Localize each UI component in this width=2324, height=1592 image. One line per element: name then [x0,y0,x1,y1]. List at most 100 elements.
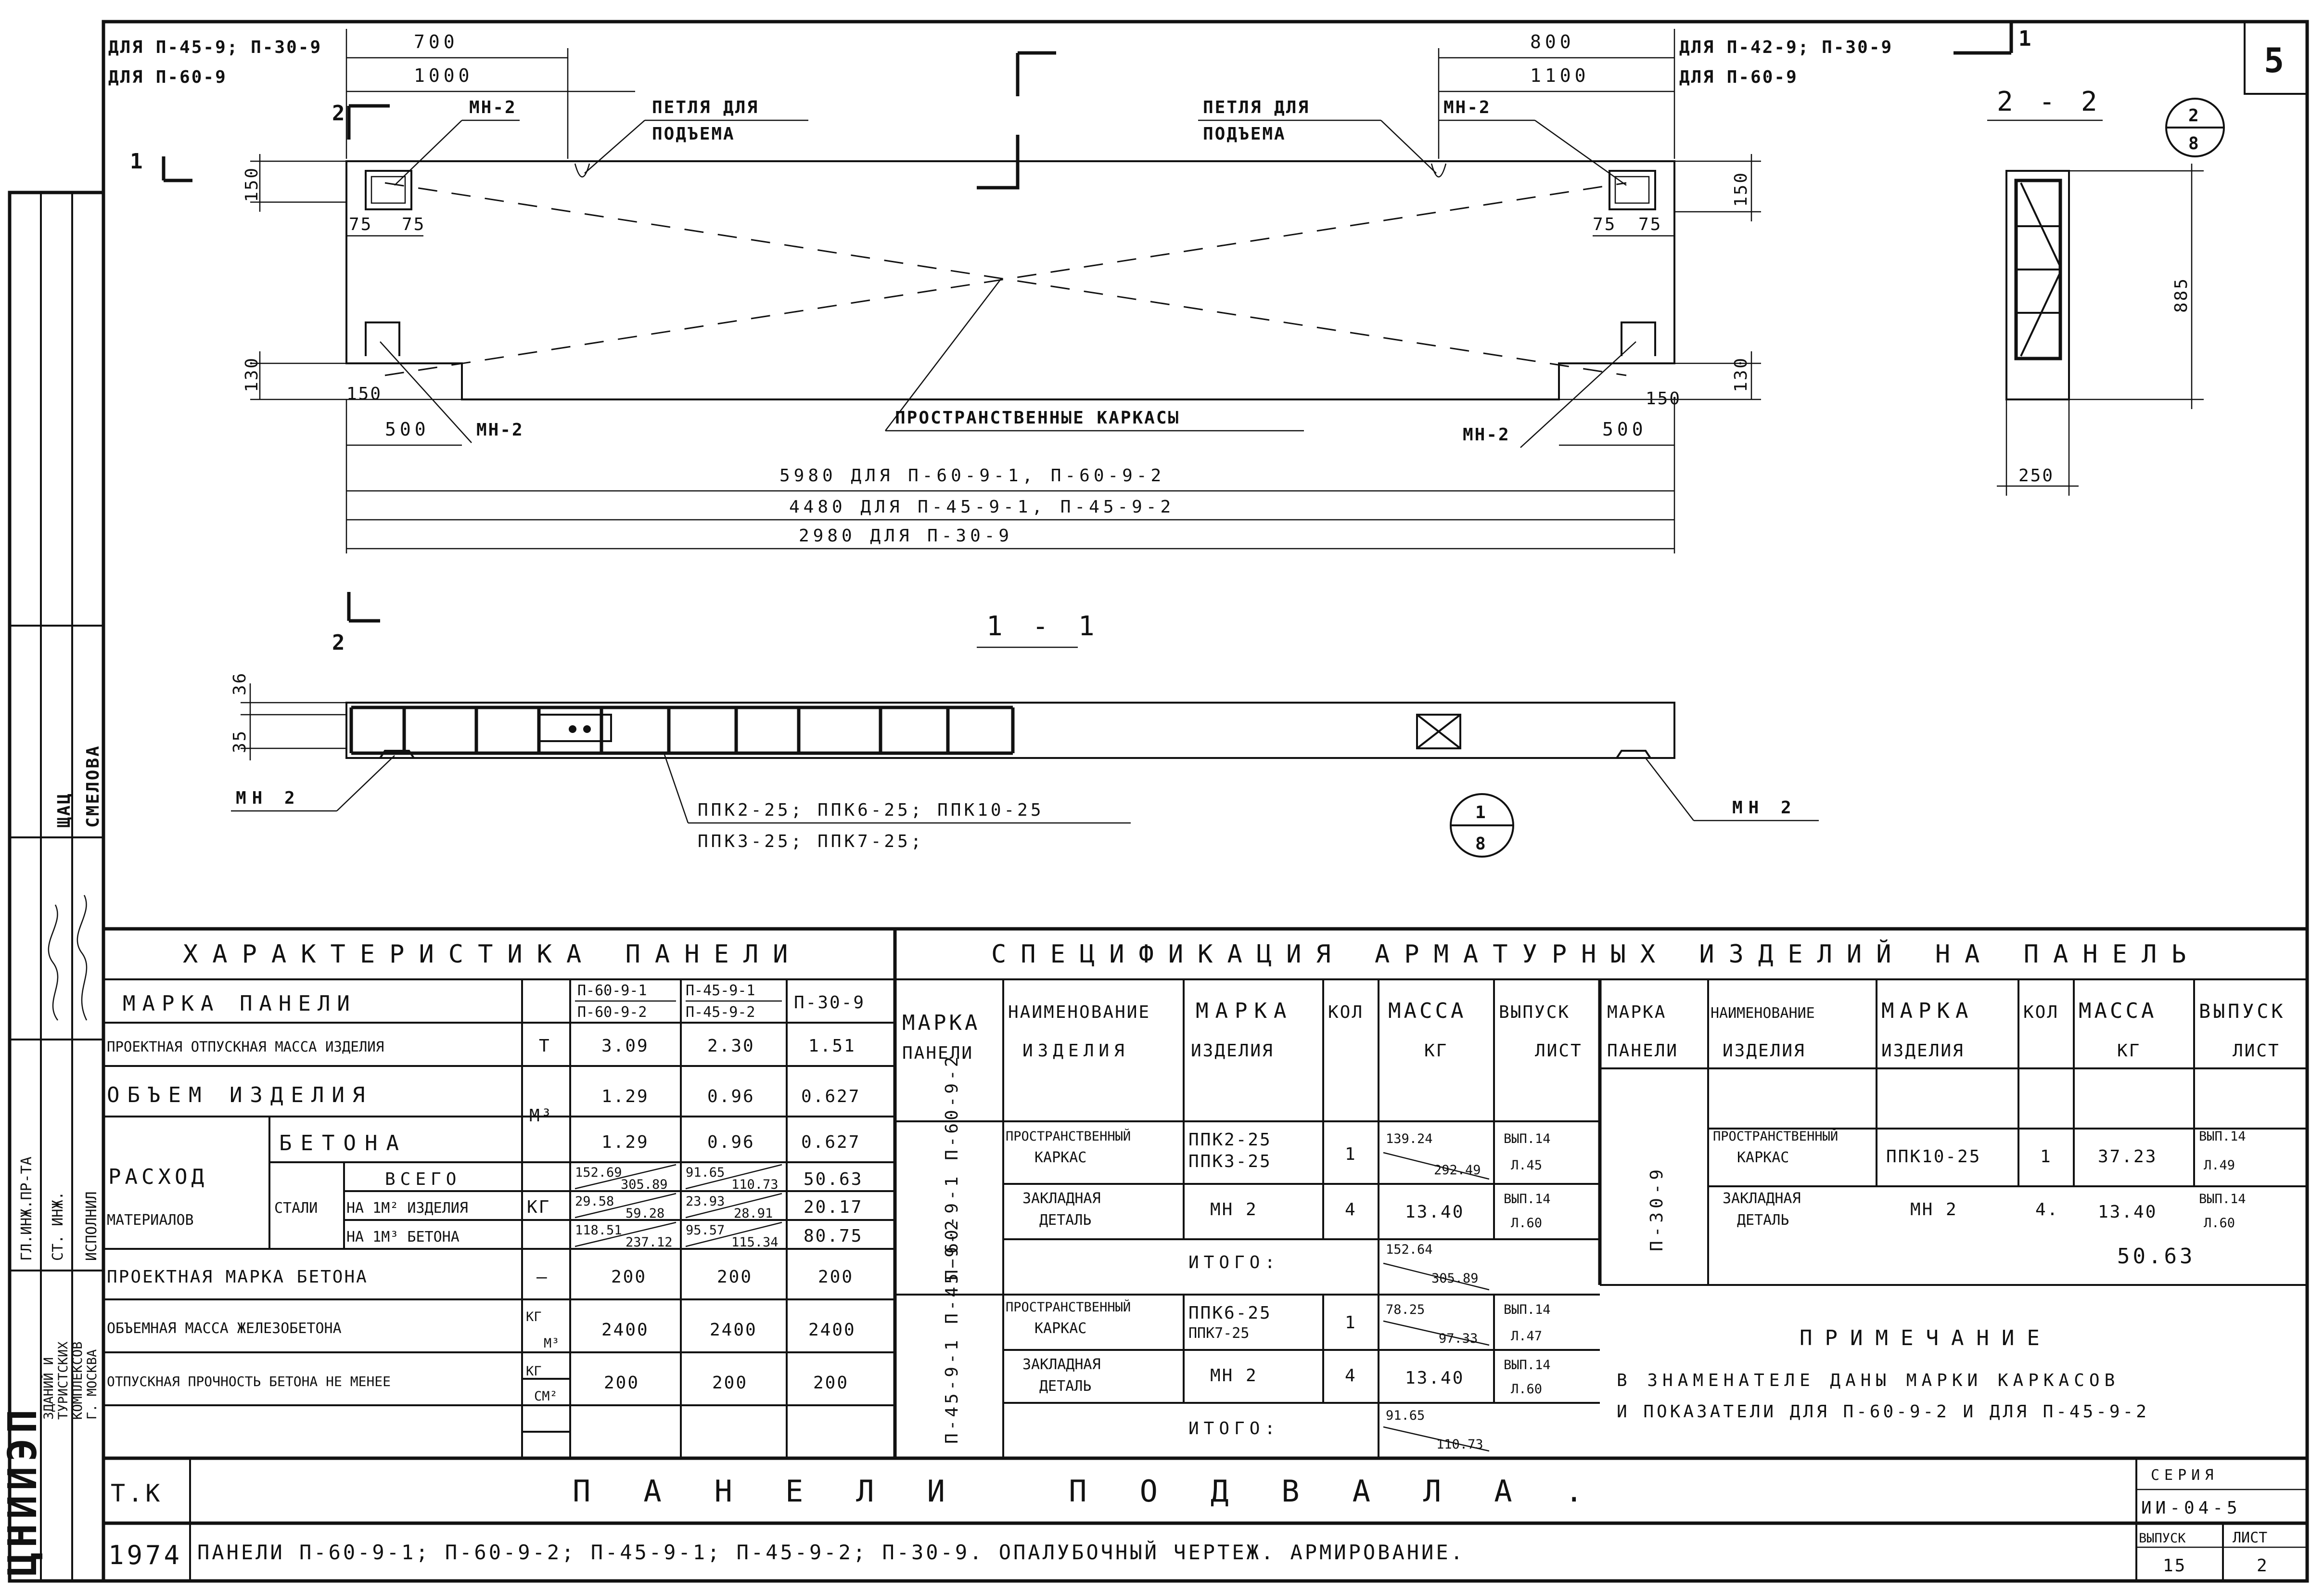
dim-value-1100: 1100 [1530,65,1590,86]
row-consumption-2: МАТЕРИАЛОВ [107,1212,194,1229]
circle-ref-1-8: 1 8 [1450,793,1514,858]
row-density-label: ОБЪЕМНАЯ МАССА ЖЕЛЕЗОБЕТОНА [107,1320,342,1337]
row-grade-v2: 200 [717,1267,753,1287]
section-cut-marks: 1 1 2 2 [130,22,2034,655]
g2-frame-issue-a: ВЫП.14 [1504,1302,1551,1317]
dim-885: 885 [2171,277,2191,313]
dim-130-right: 130 [1731,357,1751,392]
spec-h-name-2-right: ИЗДЕЛИЯ [1723,1041,1806,1061]
row-steel-m3-v2a: 95.57 [686,1223,725,1238]
spec-h-mass-2-right: КГ [2117,1041,2141,1061]
g1-total-a: 152.64 [1386,1242,1433,1257]
tb-series-value: ИИ-04-5 [2141,1498,2241,1518]
g3-frame-name-1: ПРОСТРАНСТВЕННЫЙ [1713,1129,1838,1144]
char-col2-a: П-45-9-1 [686,982,755,999]
row-density-v2: 2400 [710,1320,757,1340]
row-steel-label: СТАЛИ [274,1200,318,1217]
frames-callout-1: ППК2-25; ППК6-25; ППК10-25 [698,800,1044,820]
g2-embed-issue-a: ВЫП.14 [1504,1358,1551,1373]
row-volume-label: ОБЪЕМ ИЗДЕЛИЯ [107,1083,372,1107]
spec-h-prod-2-right: ИЗДЕЛИЯ [1881,1041,1965,1061]
g1-frame-name-2: КАРКАС [1034,1149,1086,1166]
g2-embed-qty: 4 [1345,1366,1357,1386]
row-steel-total-v1a: 152.69 [575,1165,622,1180]
cut-2-label-bottom: 2 [332,630,348,655]
row-density-unit-b: М³ [544,1336,560,1351]
sheet-number: 5 [2264,41,2287,80]
g1-frame-qty: 1 [1345,1144,1357,1164]
note-title: ПРИМЕЧАНИЕ [1800,1326,2052,1350]
g3-mark: П-30-9 [1647,1166,1667,1251]
row-consumption-1: РАСХОД [108,1165,208,1189]
length-label-1: 5980 ДЛЯ П-60-9-1, П-60-9-2 [779,466,1165,486]
length-label-3: 2980 ДЛЯ П-30-9 [799,526,1013,546]
g3-embed-name-2: ДЕТАЛЬ [1737,1212,1789,1229]
spec-h-prod-2: ИЗДЕЛИЯ [1191,1041,1274,1061]
row-concrete-v2: 0.96 [707,1132,755,1152]
signature-scribble [48,895,88,1021]
note-line-2: И ПОКАЗАТЕЛИ ДЛЯ П-60-9-2 И ДЛЯ П-45-9-2 [1617,1402,2149,1422]
row-strength-unit-a: КГ [526,1364,542,1379]
tb-issue-value: 15 [2163,1556,2186,1576]
row-steel-total-v1b: 305.89 [621,1177,668,1192]
g1-total-b: 305.89 [1431,1271,1479,1286]
g1-embed-mass: 13.40 [1405,1202,1464,1222]
g3-frame-issue-b: Л.49 [2204,1158,2235,1173]
row-volume-v3: 0.627 [801,1087,860,1106]
cut-1-label-right: 1 [2018,26,2034,51]
dim-75-4: 75 [1638,215,1662,234]
g3-embed-mark: МН 2 [1910,1200,1958,1220]
spec-h-prod-1-right: МАРКА [1881,999,1974,1023]
dim-label-a-right: ДЛЯ П-42-9; П-30-9 [1679,38,1893,57]
g1-frame-mass-a: 139.24 [1386,1131,1433,1146]
g2-embed-mark: МН 2 [1210,1366,1258,1386]
dim-value-1000: 1000 [414,65,473,86]
g2-embed-mass: 13.40 [1405,1368,1464,1388]
g2-frame-mass-b: 97.33 [1439,1331,1478,1346]
row-strength-unit-b: СМ² [534,1389,558,1404]
panel-elevation [250,154,1761,400]
g1-embed-name-1: ЗАКЛАДНАЯ [1022,1190,1101,1207]
dim-36: 36 [230,672,250,695]
char-col3: П-30-9 [794,993,865,1013]
dim-75-3: 75 [1593,215,1616,234]
circle-1-bottom: 8 [1475,834,1487,854]
row-grade-v1: 200 [611,1267,647,1287]
stamp-org-sub-3: КОМПЛЕКСОВ [70,1341,85,1420]
g1-frame-mark-b: ППК3-25 [1188,1152,1272,1171]
g1-embed-qty: 4 [1345,1200,1357,1220]
dim-35: 35 [230,730,250,753]
spec-h-qty-right: КОЛ [2023,1002,2059,1022]
g3-embed-issue-a: ВЫП.14 [2199,1192,2246,1207]
row-mass-v2: 2.30 [707,1036,755,1056]
g3-frame-mark: ППК10-25 [1886,1147,1981,1167]
dim-150-bottom-left: 150 [346,384,382,404]
spec-h-mass-2: КГ [1424,1041,1448,1061]
row-steel-m3-label: НА 1М³ БЕТОНА [346,1229,460,1245]
row-mass-unit: Т [539,1036,551,1056]
spec-h-issue-2-right: ЛИСТ [2233,1041,2280,1061]
spec-h-mark-1: МАРКА [902,1011,980,1035]
dim-500-left: 500 [385,419,430,440]
row-steel-total-label: ВСЕГО [385,1169,461,1189]
callout-loop-left-1: ПЕТЛЯ ДЛЯ [652,98,759,117]
g2-frame-mark-a: ППК6-25 [1188,1303,1272,1323]
spec-h-issue-1: ВЫПУСК [1499,1002,1570,1022]
row-steel-m2-v3: 20.17 [804,1197,863,1217]
dim-75-1: 75 [349,215,372,234]
row-kg-unit: КГ [527,1197,550,1217]
dim-label-b-left: ДЛЯ П-60-9 [108,67,227,87]
row-steel-total-v2b: 110.73 [731,1177,779,1192]
spec-h-mark-1-right: МАРКА [1607,1002,1666,1022]
spec-title: СПЕЦИФИКАЦИЯ АРМАТУРНЫХ ИЗДЕЛИЙ НА ПАНЕЛ… [991,939,2201,969]
spec-h-mark-2-right: ПАНЕЛИ [1607,1041,1678,1061]
row-density-v3: 2400 [808,1320,856,1340]
tb-sheet-label: ЛИСТ [2233,1529,2267,1546]
dim-150-bottom-right: 150 [1646,389,1681,409]
tb-subtitle: ПАНЕЛИ П-60-9-1; П-60-9-2; П-45-9-1; П-4… [197,1540,1465,1564]
dim-label-b-right: ДЛЯ П-60-9 [1679,67,1798,87]
g1-frame-name-1: ПРОСТРАНСТВЕННЫЙ [1006,1129,1131,1144]
g1-frame-mark-a: ППК2-25 [1188,1130,1272,1150]
g1-embed-name-2: ДЕТАЛЬ [1039,1212,1091,1229]
row-strength-v2: 200 [712,1373,748,1393]
